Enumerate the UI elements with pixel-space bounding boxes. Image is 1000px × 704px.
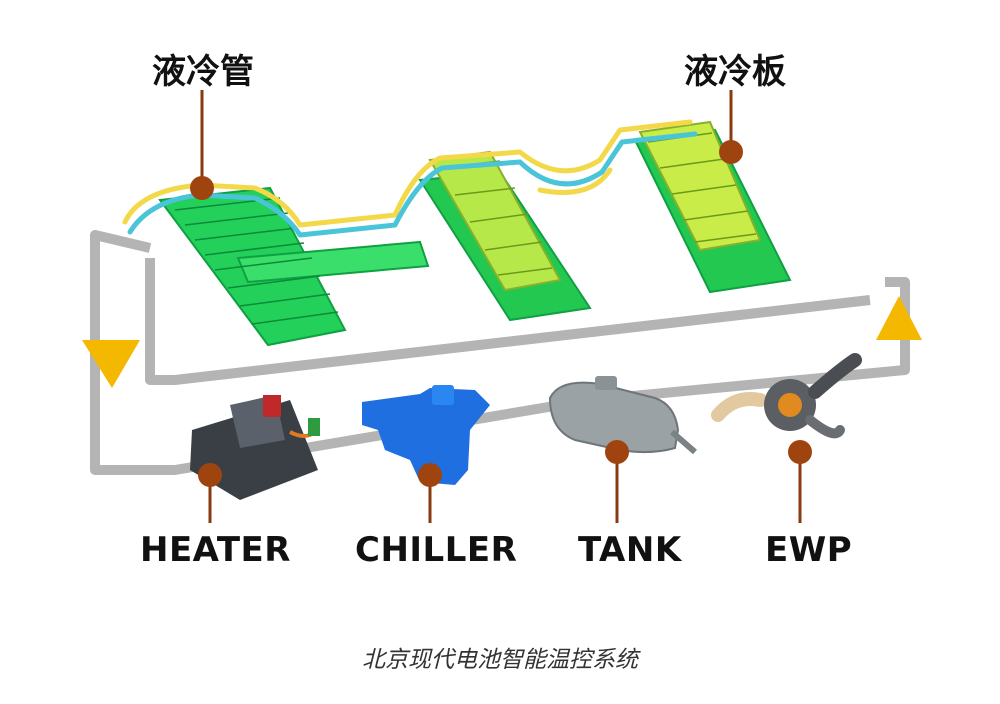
cold-plate-left (158, 186, 430, 347)
ewp-icon (711, 353, 862, 439)
ewp-label: EWP (765, 530, 853, 570)
coolant-pipes (122, 119, 698, 238)
cold-plate-middle (418, 150, 592, 322)
leader-dots (190, 140, 812, 487)
figure-caption: 北京现代电池智能温控系统 (362, 647, 638, 673)
liquid-cooling-plate-label: 液冷板 (684, 52, 786, 92)
heater-label: HEATER (140, 530, 291, 570)
liquid-cooling-pipe-label: 液冷管 (152, 52, 254, 92)
chiller-label: CHILLER (355, 530, 518, 570)
chiller-icon (362, 385, 490, 485)
down-arrow-icon (82, 340, 140, 388)
cold-plate-right (633, 120, 792, 294)
tank-label: TANK (578, 530, 682, 570)
tank-icon (548, 376, 697, 455)
up-arrow-icon (876, 296, 922, 340)
